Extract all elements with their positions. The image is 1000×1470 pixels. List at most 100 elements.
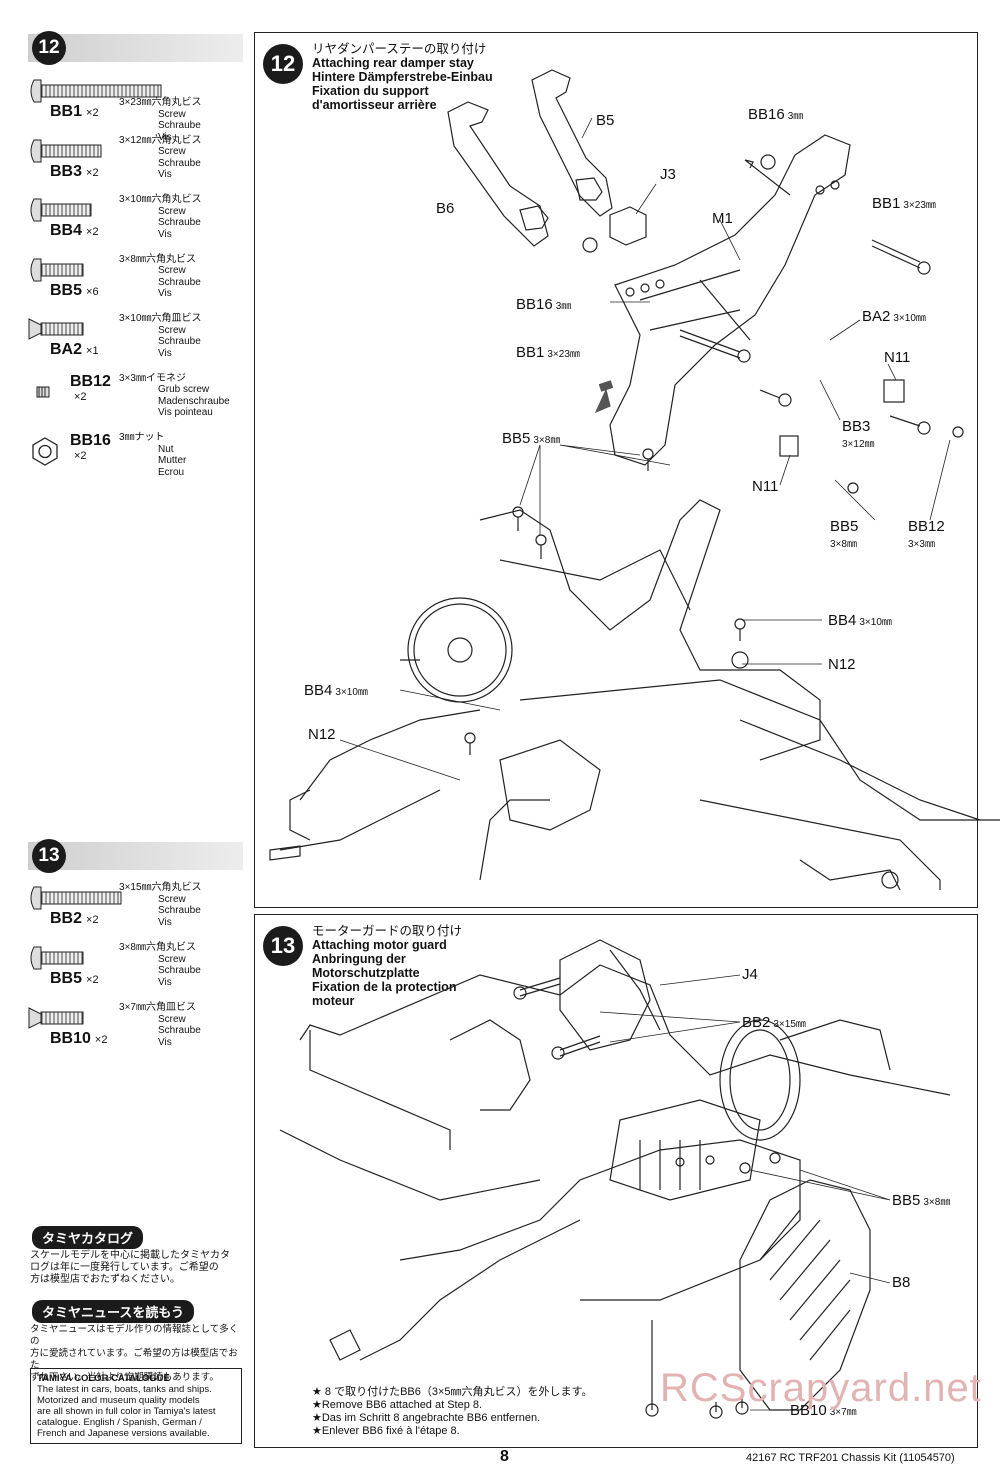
watermark: RCScrapyard.net <box>660 1366 982 1410</box>
step12-title-de: Hintere Dämpferstrebe-Einbau <box>312 70 493 84</box>
n11-drawing <box>779 379 905 457</box>
catalogue-line: catalogue. English / Spanish, German / <box>37 1417 202 1428</box>
label-j3: J3 <box>660 166 676 183</box>
step13-panel-number: 13 <box>270 933 296 958</box>
part-code: BB10×2 <box>50 1030 108 1047</box>
bb2-screws-13-drawing <box>513 977 601 1060</box>
label-n12-left: N12 <box>308 726 336 743</box>
note-line: ★Enlever BB6 fixé à l'étape 8. <box>312 1425 460 1437</box>
screw-icon <box>30 946 84 970</box>
catalog-text-line: ログは年に一度発行しています。ご希望の <box>30 1262 219 1273</box>
bb5-screws-12-drawing <box>464 448 749 755</box>
b8-motor-guard-drawing <box>739 1179 871 1411</box>
page-number: 8 <box>500 1448 509 1465</box>
news-text-line: 方に愛読されています。ご希望の方は模型店でおた <box>30 1348 238 1371</box>
step12-title: リヤダンパーステーの取り付け Attaching rear damper sta… <box>312 42 493 112</box>
bb10-screws-drawing <box>645 1320 749 1419</box>
note-line: ★ 8 で取り付けたBB6（3×5㎜六角丸ビス）を外します。 <box>312 1386 593 1398</box>
news-text-line: ずね下さい。当社より定期購読もあります。 <box>30 1372 219 1383</box>
screw-icon <box>30 258 84 281</box>
step13-title-jp: モーターガードの取り付け <box>312 924 463 938</box>
step12-title-fr2: d'amortisseur arrière <box>312 98 437 112</box>
note-line: ★Das im Schritt 8 angebrachte BB6 entfer… <box>312 1412 541 1424</box>
screw-icon <box>30 79 162 103</box>
label-b6: B6 <box>436 200 455 217</box>
step12-panel <box>254 32 978 908</box>
screw-icon <box>28 318 84 340</box>
step13-number-badge: 13 <box>32 839 66 873</box>
label-j4: J4 <box>742 966 758 983</box>
step12-panel-number: 12 <box>270 51 296 76</box>
catalog-pill: タミヤカタログ <box>32 1226 144 1249</box>
screw-icon <box>28 1007 84 1029</box>
step13-title-fr: Fixation de la protection <box>312 980 457 994</box>
step13-title-en: Attaching motor guard <box>312 938 447 952</box>
step12-title-fr: Fixation du support <box>312 84 429 98</box>
part-code: BB1×2 <box>50 103 99 120</box>
catalogue-line: The latest in cars, boats, tanks and shi… <box>37 1384 212 1395</box>
step13-title: モーターガードの取り付け Attaching motor guard Anbri… <box>312 924 462 1008</box>
step12-title-en: Attaching rear damper stay <box>312 56 474 70</box>
part-code: BB5×2 <box>50 970 99 987</box>
label-m1: M1 <box>712 210 733 227</box>
part-code: BB2×2 <box>50 910 99 927</box>
step12-panel-badge: 12 <box>263 44 303 84</box>
catalog-text-line: スケールモデルを中心に掲載したタミヤカタ <box>30 1250 230 1261</box>
label-n11-right: N11 <box>884 349 911 366</box>
screw-icon <box>30 139 102 162</box>
step12-number: 12 <box>38 37 60 58</box>
b6-arm-drawing <box>447 101 549 247</box>
part-code: BB16×2 <box>70 432 111 462</box>
bb16-nut-drawing <box>582 154 776 253</box>
bb5-screws-13-drawing <box>675 1152 781 1174</box>
step13-title-de2: Motorschutzplatte <box>312 966 420 980</box>
catalogue-line: French and Japanese versions available. <box>37 1428 210 1439</box>
m1-stay-drawing <box>609 134 851 466</box>
bb1-screw-lower-drawing <box>679 329 751 363</box>
part-code: BB4×2 <box>50 222 99 239</box>
part-code: BA2×1 <box>50 341 99 358</box>
part-code: BB5×6 <box>50 281 99 299</box>
catalog-text: スケールモデルを中心に掲載したタミヤカタ ログは年に一度発行しています。ご希望の… <box>30 1250 245 1286</box>
label-b8: B8 <box>892 1274 911 1291</box>
label-b5: B5 <box>596 112 615 129</box>
part-code: BB3×2 <box>50 162 99 180</box>
step13-notes: ★ 8 で取り付けたBB6（3×5㎜六角丸ビス）を外します。 ★Remove B… <box>312 1386 592 1438</box>
motor-guard-assembly-drawing <box>279 939 951 1361</box>
bb3-screw-drawing <box>759 389 931 435</box>
step12-title-jp: リヤダンパーステーの取り付け <box>312 42 487 56</box>
catalogue-line: Motorized and museum quality models <box>37 1395 200 1406</box>
part-code: BB12×2 <box>70 372 111 403</box>
screw-icon <box>30 198 92 222</box>
news-text-line: タミヤニュースはモデル作りの情報誌として多くの <box>30 1324 239 1347</box>
j3-part-drawing <box>609 206 647 246</box>
rear-chassis-assembly-drawing <box>269 499 1000 891</box>
